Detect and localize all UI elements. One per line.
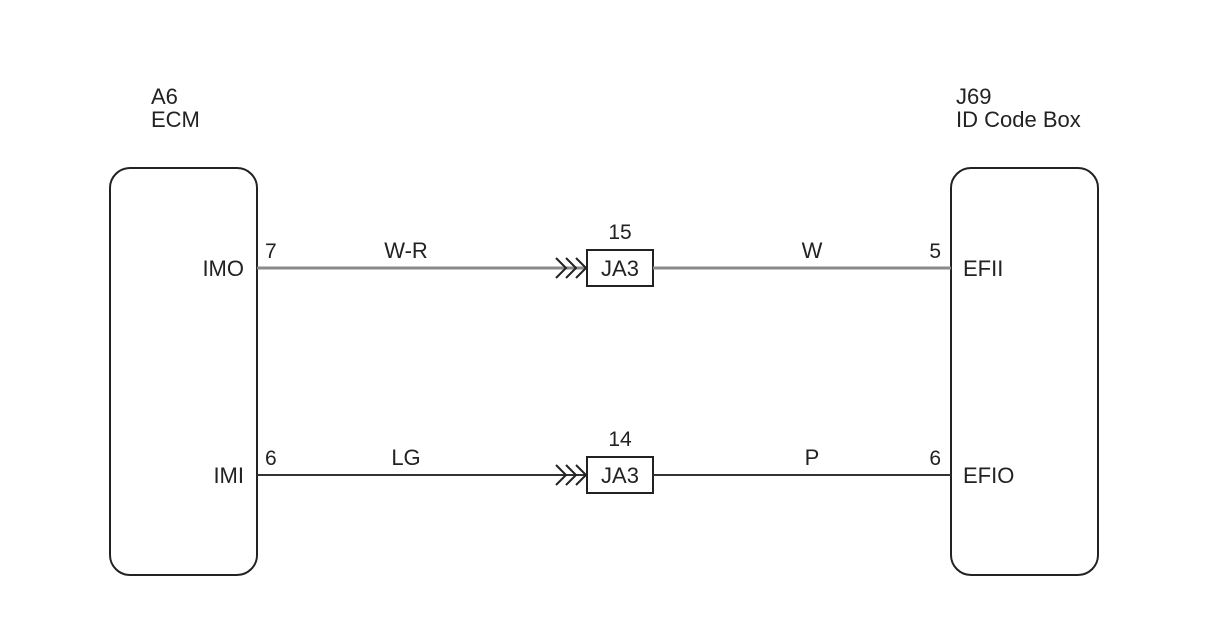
ecm-name: ECM	[151, 107, 200, 132]
id-code-box-component: J69 ID Code Box	[950, 84, 1099, 576]
connector-chevron	[565, 464, 578, 486]
connector-chevron	[555, 257, 568, 279]
wire-color-p: P	[805, 445, 820, 470]
circuit-imo-efii: IMO 7 W-R 15 JA3 W 5 EFII	[202, 221, 1003, 287]
pin-idbox-6: 6	[929, 447, 941, 470]
junction-box	[586, 456, 654, 494]
wire-color-w-r: W-R	[384, 238, 428, 263]
idbox-ref: J69	[956, 84, 991, 109]
pin-ecm-7: 7	[265, 240, 277, 263]
connector-chevron	[565, 257, 578, 279]
ecm-block	[109, 167, 258, 576]
junction-label-ja3: JA3	[601, 256, 639, 281]
idbox-block	[950, 167, 1099, 576]
wire-color-w: W	[802, 238, 823, 263]
junction-label-ja3: JA3	[601, 463, 639, 488]
terminal-imo: IMO	[202, 256, 244, 281]
ecm-ref: A6	[151, 84, 178, 109]
terminal-efio: EFIO	[963, 463, 1014, 488]
terminal-efii: EFII	[963, 256, 1003, 281]
junction-pin-14: 14	[608, 428, 632, 451]
connector-chevron	[555, 464, 568, 486]
pin-idbox-5: 5	[929, 240, 941, 263]
terminal-imi: IMI	[213, 463, 244, 488]
idbox-name: ID Code Box	[956, 107, 1081, 132]
wire-color-lg: LG	[391, 445, 420, 470]
junction-box	[586, 249, 654, 287]
circuit-imi-efio: IMI 6 LG 14 JA3 P 6 EFIO	[213, 428, 1014, 494]
junction-pin-15: 15	[608, 221, 631, 244]
ecm-component: A6 ECM	[109, 84, 258, 576]
pin-ecm-6: 6	[265, 447, 277, 470]
